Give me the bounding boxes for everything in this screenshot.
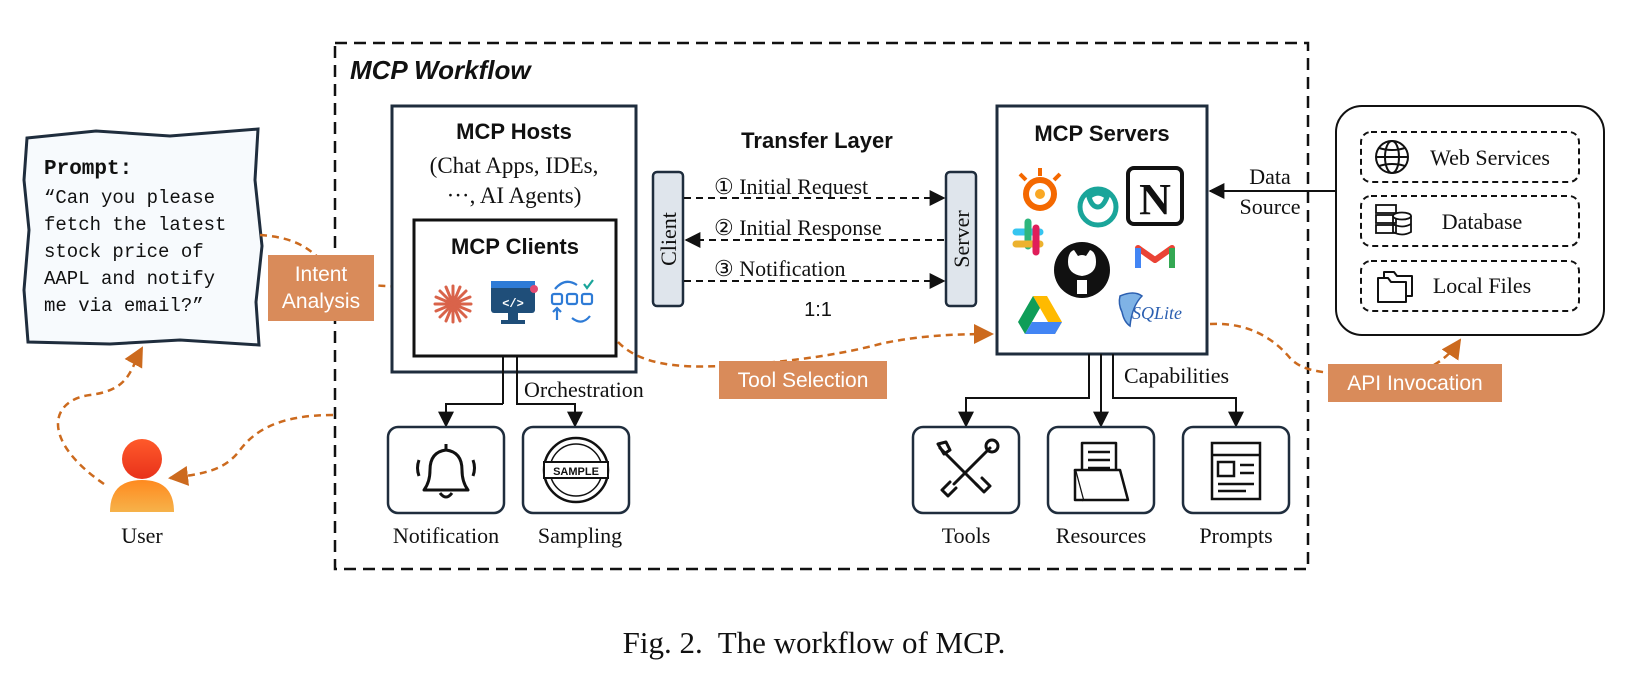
api-invocation-label: API Invocation — [1347, 372, 1482, 395]
svg-text:</>: </> — [502, 297, 524, 311]
resources-label: Resources — [1056, 523, 1146, 548]
user-to-prompt-arrow — [56, 346, 144, 486]
prompt-label: Prompt: — [44, 158, 132, 181]
intent-analysis-label: Intent — [295, 263, 348, 286]
prompt-line: “Can you please — [44, 187, 215, 209]
tool-selection-badge — [719, 361, 887, 399]
github-icon — [1054, 242, 1110, 298]
figure-caption: Fig. 2. The workflow of MCP. — [623, 625, 1006, 660]
intent-analysis-label: Analysis — [282, 290, 360, 313]
prompt-card: Prompt: “Can you please fetch the latest… — [22, 127, 264, 347]
client-bar-label: Client — [656, 212, 681, 266]
openai-icon — [1077, 186, 1119, 228]
initial-response-label: ② Initial Response — [714, 215, 882, 240]
grafana-icon — [1018, 168, 1062, 211]
prompt-line: fetch the latest — [44, 214, 226, 236]
ratio-label: 1:1 — [804, 299, 832, 321]
ide-monitor-icon: </> — [491, 281, 538, 324]
mcp-clients-title: MCP Clients — [451, 234, 579, 259]
tools-label: Tools — [942, 523, 991, 548]
prompt-template-icon — [1210, 441, 1262, 501]
local-files-label: Local Files — [1433, 273, 1531, 298]
tools-icon — [936, 438, 1000, 498]
tool-selection-label: Tool Selection — [738, 369, 869, 392]
prompt-line: AAPL and notify — [44, 268, 215, 290]
database-label: Database — [1442, 209, 1523, 234]
bell-icon — [416, 444, 476, 499]
google-drive-icon — [1018, 296, 1062, 334]
orchestration-label: Orchestration — [524, 377, 644, 402]
web-services-item — [1360, 131, 1580, 183]
notion-icon: N — [1126, 166, 1184, 226]
mcp-hosts-title: MCP Hosts — [456, 119, 572, 144]
sample-stamp-icon: SAMPLE — [542, 436, 610, 504]
workflow-title: MCP Workflow — [350, 55, 532, 85]
capabilities-label: Capabilities — [1124, 363, 1229, 388]
data-source-label: Source — [1239, 194, 1300, 219]
data-source-label: Data — [1249, 164, 1291, 189]
prompt-line: stock price of — [44, 241, 204, 263]
workflow-to-user-arrow — [168, 413, 334, 486]
prompt-to-clients-arrow — [259, 233, 416, 297]
prompts-box — [1181, 425, 1291, 515]
svg-text:N: N — [1139, 175, 1171, 224]
tool-selection-arrow — [617, 324, 994, 368]
client-bar — [651, 170, 685, 308]
orchestration-arrows — [438, 356, 583, 428]
slack-icon — [1012, 218, 1044, 256]
agent-workflow-icon — [550, 279, 594, 323]
initial-request-label: ① Initial Request — [714, 174, 868, 199]
globe-icon — [1375, 140, 1409, 174]
mcp-servers-title: MCP Servers — [1034, 121, 1169, 146]
server-bar-label: Server — [949, 210, 974, 268]
transfer-layer-title: Transfer Layer — [741, 128, 893, 153]
folder-documents-icon — [1073, 441, 1130, 502]
notification-step-label: ③ Notification — [714, 256, 846, 281]
workflow-frame — [333, 41, 1310, 571]
sample-stamp-text: SAMPLE — [553, 466, 599, 478]
sqlite-label: SQLite — [1132, 303, 1182, 323]
mcp-hosts-subtitle: ···, AI Agents) — [447, 183, 582, 208]
user-label: User — [121, 523, 163, 548]
server-bar — [944, 170, 978, 308]
gmail-icon — [1135, 245, 1175, 268]
api-invocation-badge — [1328, 364, 1502, 402]
database-icon — [1375, 204, 1412, 236]
notification-box — [386, 425, 506, 515]
notification-label: Notification — [393, 523, 499, 548]
capabilities-arrows — [958, 354, 1244, 428]
folders-icon — [1377, 271, 1413, 303]
prompt-line: me via email?” — [44, 295, 204, 317]
mcp-hosts-subtitle: (Chat Apps, IDEs, — [430, 153, 599, 178]
intent-analysis-badge — [268, 255, 374, 321]
web-services-label: Web Services — [1430, 145, 1550, 170]
sqlite-icon: SQLite — [1118, 292, 1182, 328]
sampling-label: Sampling — [538, 523, 622, 548]
claude-icon — [433, 284, 473, 324]
database-item — [1360, 195, 1580, 247]
user-icon — [110, 439, 174, 512]
prompts-label: Prompts — [1199, 523, 1272, 548]
local-files-item — [1360, 260, 1580, 312]
